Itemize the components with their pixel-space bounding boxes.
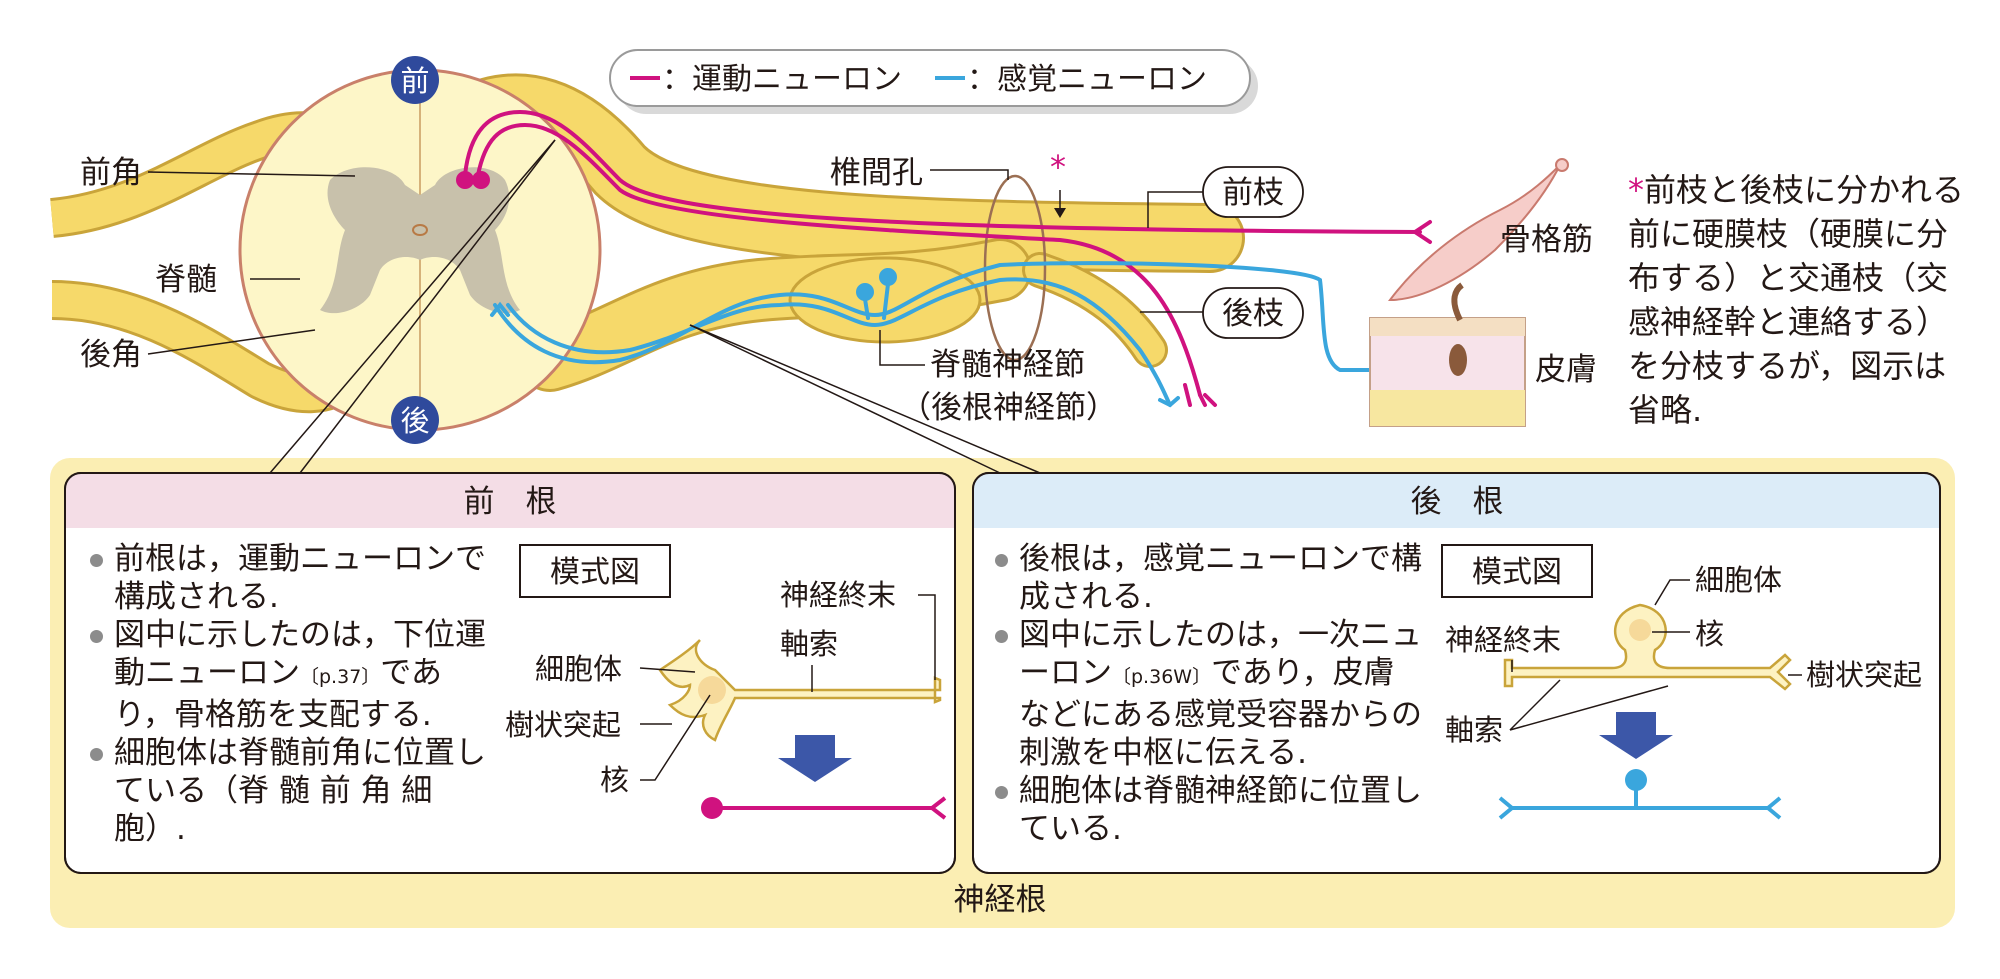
label-anterior-ramus: 前枝: [1222, 175, 1284, 211]
skeletal-muscle: [1387, 158, 1569, 302]
posterior-label-dendrite: 樹状突起: [1806, 658, 1922, 692]
posterior-down-arrow: [1599, 712, 1673, 759]
anterior-bullet-1-text: 前根は，運動ニューロンで構成される.: [114, 541, 486, 615]
anterior-root-title: 前 根: [464, 484, 557, 520]
posterior-bullet-3: 細胞体は脊髄神経節に位置している.: [993, 772, 1423, 848]
posterior-root-panel: 後 根 模式図 細胞体 核 神経終末 樹状突起 軸索: [972, 472, 1941, 874]
label-skin: 皮膚: [1535, 352, 1597, 388]
sensory-neuron-schematic: [1503, 603, 1792, 691]
anterior-schematic-title: 模式図: [550, 555, 640, 590]
anterior-bullet-3-text: 細胞体は脊髄前角に位置している（脊 髄 前 角 細胞）.: [114, 735, 486, 847]
motor-neuron-schematic: [658, 639, 942, 742]
posterior-bullet-2-ref[interactable]: 〔p.36W〕: [1112, 666, 1212, 688]
anterior-bullet-2: 図中に示したのは，下位運動ニューロン〔p.37〕であり，骨格筋を支配する.: [88, 616, 498, 734]
zoom-lines: [269, 139, 1041, 474]
posterior-label-nucleus: 核: [1695, 617, 1724, 651]
gray-matter: [320, 167, 520, 314]
posterior-root-title: 後 根: [1411, 484, 1504, 520]
anterior-bullet-2-text: 図中に示したのは，下位運動ニューロン: [114, 617, 486, 691]
anterior-root-text: 前根は，運動ニューロンで構成される. 図中に示したのは，下位運動ニューロン〔p.…: [88, 540, 498, 848]
label-intervertebral-foramen: 椎間孔: [830, 155, 923, 191]
anterior-label-dendrite: 樹状突起: [505, 708, 621, 742]
nerve-root-label: 神経根: [954, 882, 1047, 918]
label-posterior-ramus: 後枝: [1222, 296, 1284, 332]
posterior-schematic-title: 模式図: [1472, 555, 1562, 590]
posterior-label-nerve-terminal: 神経終末: [1445, 623, 1561, 657]
footnote: *前枝と後枝に分かれる前に硬膜枝（硬膜に分布する）と交通枝（交感神経幹と連絡する…: [1628, 168, 1978, 432]
posterior-schematic-title-box: [1441, 544, 1593, 598]
posterior-bullet-1: 後根は，感覚ニューロンで構成される.: [993, 540, 1423, 616]
anterior-bullet-1: 前根は，運動ニューロンで構成される.: [88, 540, 498, 616]
legend: ：運動ニューロン ：感覚ニューロン: [609, 49, 1258, 114]
anterior-label-axon: 軸索: [780, 627, 838, 661]
label-dorsal-root-ganglion: （後根神経節）: [900, 390, 1117, 426]
anterior-schematic-title-box: [519, 544, 671, 598]
anterior-label-nucleus: 核: [600, 763, 629, 797]
footnote-star: *: [1628, 171, 1644, 209]
spinal-cord: [238, 68, 602, 432]
anterior-down-arrow: [778, 735, 852, 782]
legend-sensory: ：感覚ニューロン: [967, 62, 1207, 97]
posterior-badge-label: 後: [400, 404, 429, 438]
label-asterisk: *: [1050, 148, 1066, 186]
label-posterior-horn: 後角: [80, 337, 142, 373]
anterior-badge: [391, 56, 439, 104]
anterior-label-nerve-terminal: 神経終末: [780, 578, 896, 612]
label-spinal-cord: 脊髄: [155, 262, 217, 298]
posterior-label-cell-body: 細胞体: [1695, 563, 1782, 597]
anterior-root-panel: 前 根 模式図 神経終末 軸索 細胞体 樹状突起 核: [64, 472, 956, 874]
anterior-badge-label: 前: [400, 64, 429, 98]
label-skeletal-muscle: 骨格筋: [1500, 222, 1593, 258]
posterior-label-axon: 軸索: [1445, 713, 1503, 747]
posterior-badge: [391, 396, 439, 444]
posterior-bullet-2-tail: であり，皮膚などにある感覚受容器からの刺激を中枢に伝える.: [1019, 655, 1422, 771]
top-labels: 前角 脊髄 後角 椎間孔 * 前枝 後枝 骨格筋 皮膚 脊髄神経節 （後根神経節…: [80, 148, 1597, 426]
footnote-text: 前枝と後枝に分かれる前に硬膜枝（硬膜に分布する）と交通枝（交感神経幹と連絡する）…: [1628, 171, 1965, 429]
posterior-ramus-tag: [1202, 287, 1304, 339]
anterior-bullet-3: 細胞体は脊髄前角に位置している（脊 髄 前 角 細胞）.: [88, 734, 498, 848]
anterior-bullet-2-ref[interactable]: 〔p.37〕: [300, 666, 381, 688]
posterior-bullet-1-text: 後根は，感覚ニューロンで構成される.: [1019, 541, 1422, 615]
motor-neuron-path: [456, 109, 1432, 407]
label-spinal-ganglion: 脊髄神経節: [930, 347, 1085, 383]
posterior-bullet-2-text: 図中に示したのは，一次ニューロン: [1019, 617, 1422, 691]
posterior-root-text: 後根は，感覚ニューロンで構成される. 図中に示したのは，一次ニューロン〔p.36…: [993, 540, 1423, 848]
posterior-bullet-3-text: 細胞体は脊髄神経節に位置している.: [1019, 773, 1422, 847]
posterior-bullet-2: 図中に示したのは，一次ニューロン〔p.36W〕であり，皮膚などにある感覚受容器か…: [993, 616, 1423, 772]
label-anterior-horn: 前角: [80, 155, 142, 191]
anterior-label-cell-body: 細胞体: [535, 652, 622, 686]
legend-motor: ：運動ニューロン: [662, 62, 902, 97]
anterior-bullet-2-tail: であり，骨格筋を支配する.: [114, 655, 442, 733]
skin-block: [1369, 282, 1526, 427]
